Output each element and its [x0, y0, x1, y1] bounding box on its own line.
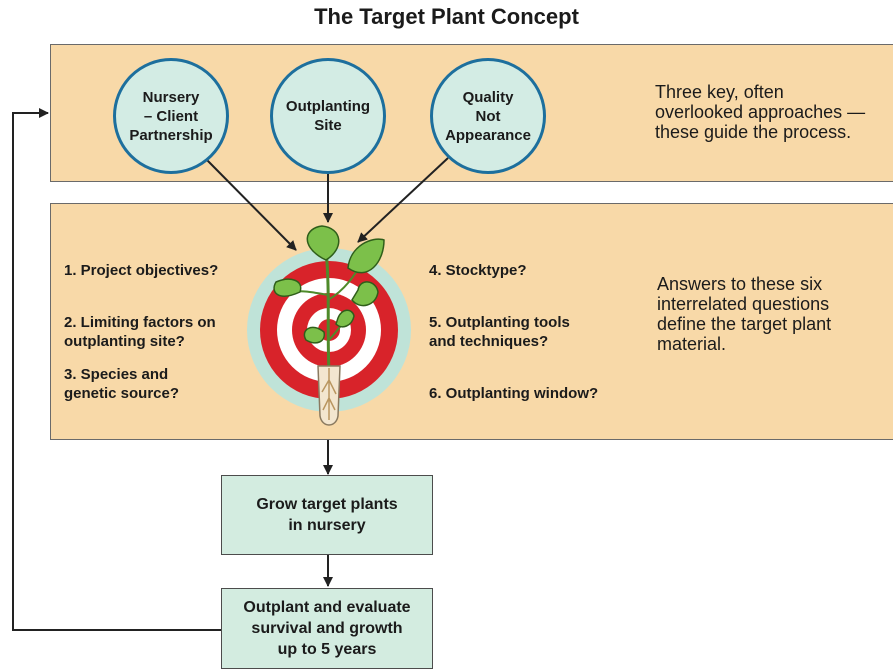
approaches-note: Three key, often overlooked approaches —… [655, 82, 866, 142]
questions-band [50, 203, 893, 440]
approach-outplanting-site: Outplanting Site [270, 58, 386, 174]
leaf-small-left [303, 326, 325, 344]
leaf-small-right [335, 309, 355, 328]
question-1: 1. Project objectives? [64, 262, 219, 279]
approach-nursery-client-partnership: Nursery – Client Partnership [113, 58, 229, 174]
question-6: 6. Outplanting window? [429, 385, 599, 402]
step-label: Outplant and evaluate survival and growt… [243, 599, 411, 658]
leaf-right-mid [351, 281, 379, 307]
approach-quality-not-appearance: Quality Not Appearance [430, 58, 546, 174]
arrow-quality-to-target [357, 157, 449, 243]
step-label: Grow target plants in nursery [256, 496, 398, 534]
approach-label: Outplanting Site [285, 98, 371, 134]
question-5: 5. Outplanting tools and techniques? [429, 314, 570, 350]
question-2: 2. Limiting factors on outplanting site? [64, 314, 216, 350]
approach-label: Quality Not Appearance [445, 88, 531, 144]
bullseye-with-seedling-icon [247, 225, 411, 426]
question-3: 3. Species and genetic source? [64, 366, 180, 402]
leaf-top [306, 225, 340, 261]
question-4: 4. Stocktype? [429, 262, 527, 279]
step-outplant-and-evaluate: Outplant and evaluate survival and growt… [221, 588, 433, 669]
seedling-stem [324, 249, 331, 373]
step-grow-target-plants: Grow target plants in nursery [221, 475, 433, 555]
approach-label: Nursery – Client Partnership [129, 88, 213, 144]
diagram-title: The Target Plant Concept [314, 4, 579, 29]
leaf-left [273, 278, 302, 297]
feedback-loop [12, 108, 221, 631]
arrow-partnership-to-target [204, 157, 297, 251]
leaf-right-top [347, 238, 385, 274]
questions-note: Answers to these six interrelated questi… [657, 274, 832, 354]
